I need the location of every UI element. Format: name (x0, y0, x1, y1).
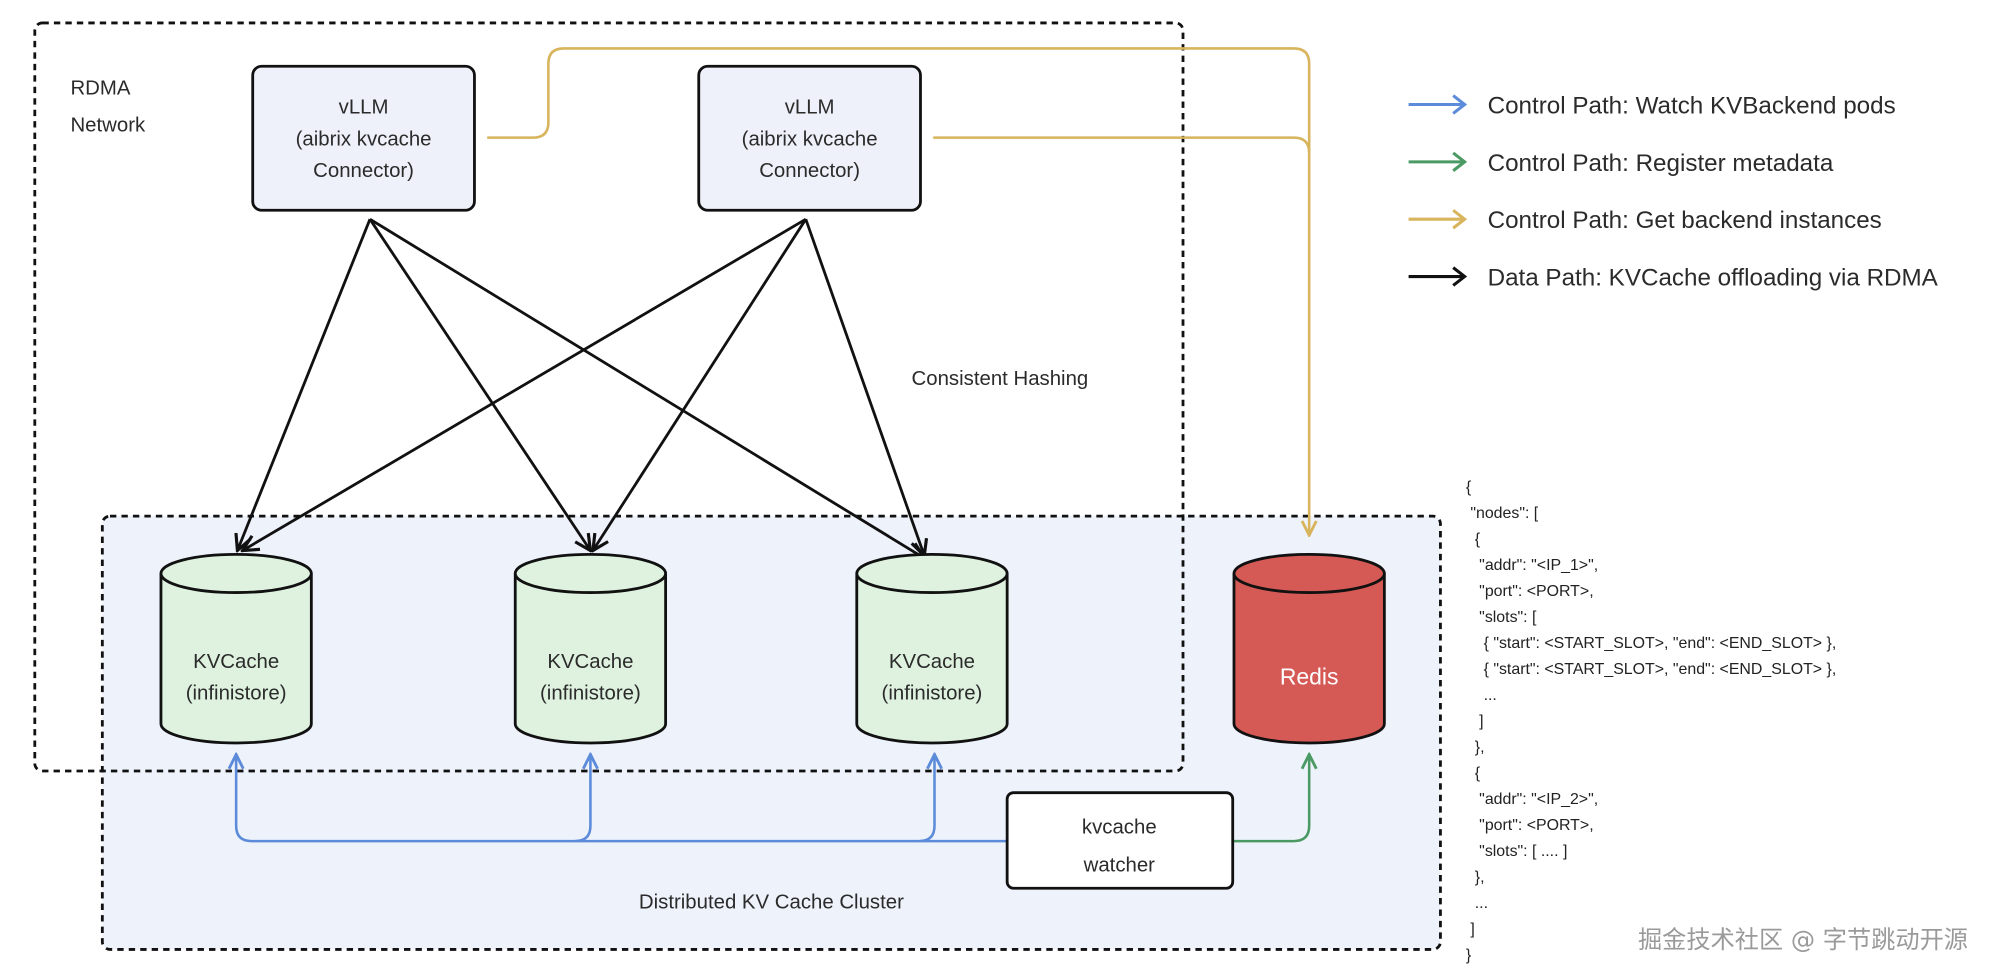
vllm-subtitle: (aibrix kvcache (742, 128, 878, 150)
vllm-title: vLLM (785, 96, 835, 118)
code-line: "addr": "<IP_2>", (1466, 791, 1598, 808)
vllm-subtitle: Connector) (313, 160, 414, 182)
redis-store[interactable]: Redis (1232, 552, 1386, 745)
code-line: ... (1466, 687, 1497, 704)
redis-label: Redis (1280, 663, 1339, 689)
code-line: ] (1466, 713, 1484, 730)
code-line: ... (1466, 895, 1488, 912)
code-line: { (1466, 531, 1481, 548)
arrowhead-icon (1452, 209, 1468, 230)
legend: Control Path: Watch KVBackend podsContro… (1408, 92, 1939, 291)
code-line: ] (1466, 921, 1475, 938)
vllm-node-2[interactable]: vLLM (aibrix kvcache Connector) (697, 64, 922, 212)
cylinder-top (159, 552, 313, 594)
code-line: }, (1466, 739, 1485, 756)
code-line: } (1466, 947, 1472, 964)
arrowhead-icon (1452, 151, 1468, 172)
data-arrow (243, 217, 807, 550)
legend-label: Control Path: Register metadata (1488, 150, 1834, 177)
code-line: "addr": "<IP_1>", (1466, 557, 1598, 574)
consistent-hashing-label: Consistent Hashing (912, 368, 1089, 390)
blue-path-branch (575, 754, 590, 843)
data-arrow (369, 217, 924, 558)
data-arrow (237, 218, 372, 550)
kvcache-node[interactable]: KVCache (infinistore) (513, 552, 668, 745)
code-line: "slots": [ (1466, 609, 1537, 626)
cylinder-top (855, 552, 1009, 594)
kvcache-label: KVCache (547, 651, 633, 673)
code-line: "nodes": [ (1466, 505, 1539, 522)
kvcache-label: KVCache (193, 651, 279, 673)
vllm-subtitle: (aibrix kvcache (296, 128, 432, 150)
legend-label: Data Path: KVCache offloading via RDMA (1488, 264, 1939, 291)
cylinder-body (855, 573, 1009, 745)
yellow-path-vllm2-redis (933, 136, 1311, 153)
cluster-label: Distributed KV Cache Cluster (639, 892, 904, 914)
kvcache-label: (infinistore) (186, 683, 287, 705)
code-line: "port": <PORT>, (1466, 583, 1594, 600)
kvcache-node[interactable]: KVCache (infinistore) (855, 552, 1009, 745)
legend-item: Control Path: Get backend instances (1408, 207, 1882, 234)
vllm-node-1[interactable]: vLLM (aibrix kvcache Connector) (251, 64, 476, 212)
data-arrow (804, 218, 925, 555)
legend-item: Data Path: KVCache offloading via RDMA (1408, 264, 1939, 291)
legend-label: Control Path: Get backend instances (1488, 207, 1882, 234)
data-path-arrows (237, 217, 925, 558)
arrowhead-icon (1452, 266, 1468, 287)
green-path-watcher-redis (1232, 754, 1309, 843)
code-line: { (1466, 765, 1481, 782)
blue-path-branch (919, 754, 934, 843)
watcher-label: kvcache (1082, 816, 1157, 838)
vllm-subtitle: Connector) (759, 160, 860, 182)
blue-path-watcher (236, 754, 1008, 843)
code-line: { "start": <START_SLOT>, "end": <END_SLO… (1466, 661, 1836, 678)
cylinder-top (513, 552, 668, 594)
metadata-json-snippet: { "nodes": [ { "addr": "<IP_1>", "port":… (1466, 479, 1836, 964)
kvcache-watcher[interactable]: kvcache watcher (1005, 791, 1235, 890)
kvcache-label: (infinistore) (882, 683, 983, 705)
watermark: 掘金技术社区 @ 字节跳动开源 (1638, 926, 1968, 954)
code-line: { (1466, 479, 1472, 496)
legend-label: Control Path: Watch KVBackend pods (1488, 92, 1896, 119)
code-line: "slots": [ .... ] (1466, 843, 1567, 860)
rdma-label-line1: RDMA (70, 77, 130, 99)
kvcache-node[interactable]: KVCache (infinistore) (159, 552, 313, 745)
vllm-title: vLLM (339, 96, 389, 118)
cylinder-body (159, 573, 313, 745)
code-line: }, (1466, 869, 1485, 886)
yellow-path-vllm1-redis (487, 47, 1309, 535)
watcher-label: watcher (1083, 855, 1156, 877)
cylinder-body (513, 573, 668, 745)
kvcache-label: KVCache (889, 651, 975, 673)
rdma-label-line2: Network (70, 114, 146, 136)
rdma-network-boundary (33, 21, 1185, 773)
code-line: { "start": <START_SLOT>, "end": <END_SLO… (1466, 635, 1836, 652)
data-arrow (593, 218, 807, 550)
code-line: "port": <PORT>, (1466, 817, 1594, 834)
legend-item: Control Path: Watch KVBackend pods (1408, 92, 1896, 119)
kvcache-label: (infinistore) (540, 683, 641, 705)
legend-item: Control Path: Register metadata (1408, 150, 1834, 177)
arrowhead-icon (1452, 94, 1468, 115)
data-arrow (368, 218, 590, 550)
